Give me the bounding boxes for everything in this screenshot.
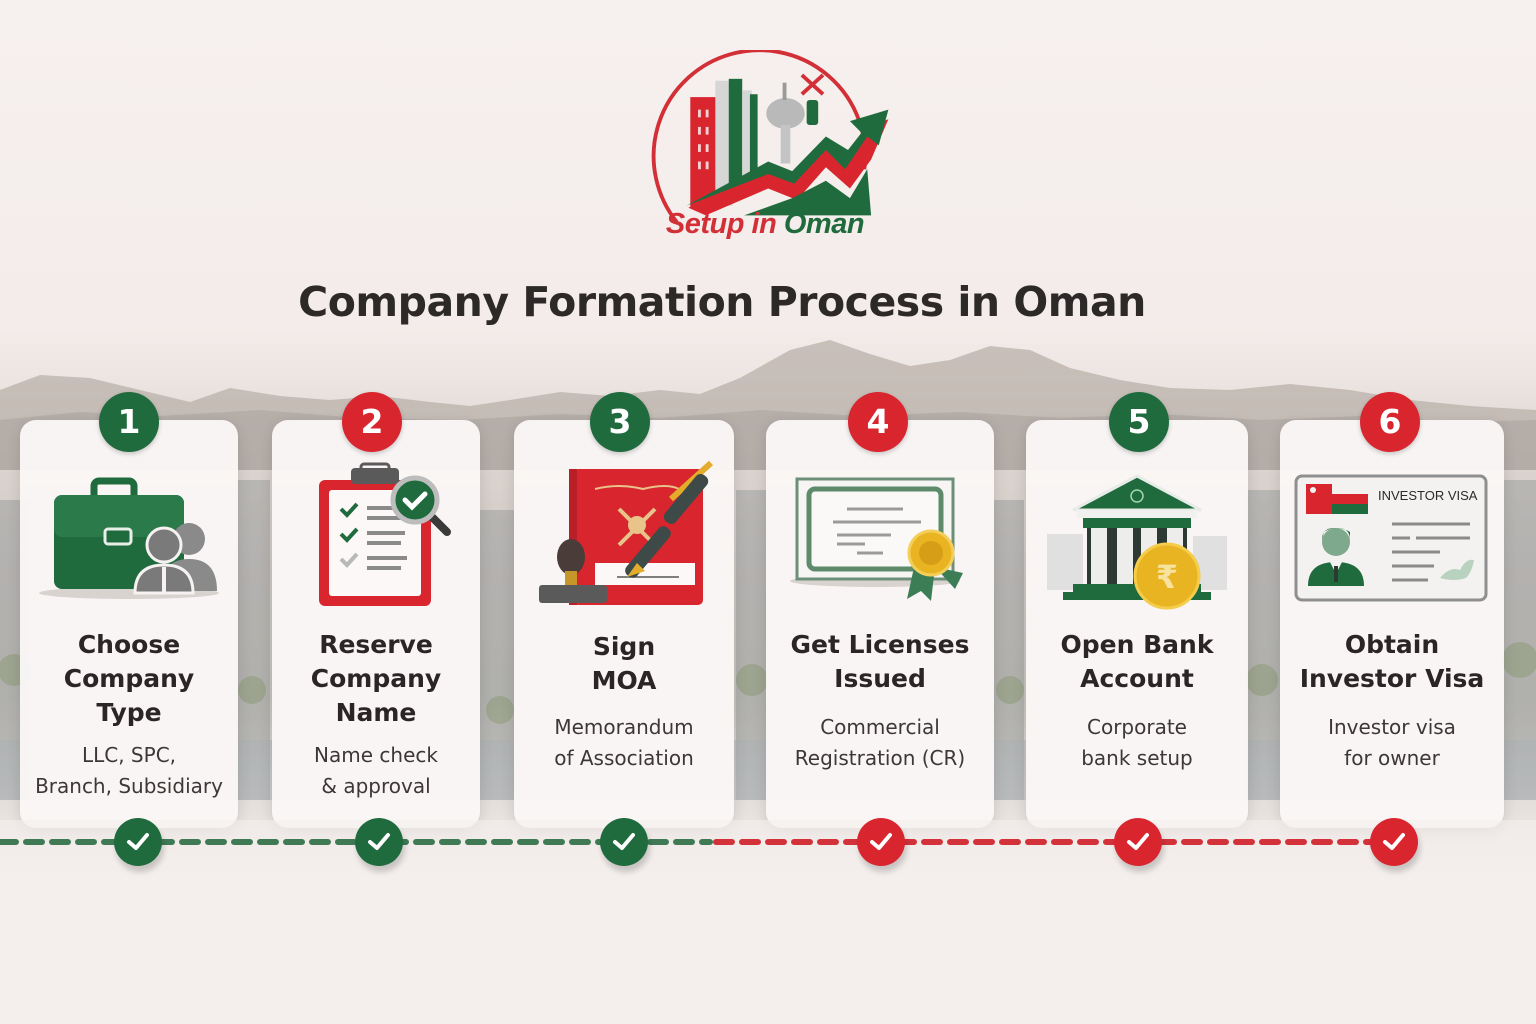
- step-title-line: Account: [1080, 664, 1194, 693]
- check-icon: [870, 833, 892, 850]
- step-title: Open Bank Account: [1032, 628, 1242, 696]
- check-icon: [127, 833, 149, 850]
- step-card-4: 4 Get Licenses Issued Commercial Registr…: [766, 392, 994, 828]
- step-description: Investor visa for owner: [1286, 712, 1498, 774]
- step-description: Memorandum of Association: [520, 712, 728, 774]
- logo-text-setup-in: Setup in: [665, 208, 777, 240]
- step-desc-line: Corporate: [1087, 715, 1187, 739]
- bank-coin-icon: ₹: [1026, 464, 1248, 614]
- step-desc-line: Commercial: [820, 715, 940, 739]
- step-title: Get Licenses Issued: [772, 628, 988, 696]
- check-icon: [1383, 833, 1405, 850]
- step-title-line: Company: [63, 664, 195, 693]
- step-1-complete-check: [114, 818, 162, 866]
- step-title-line: Reserve: [319, 630, 433, 659]
- clipboard-checklist-icon: [272, 462, 480, 614]
- investor-visa-card-icon: INVESTOR VISA: [1280, 464, 1504, 614]
- step-title: Reserve Company Name: [278, 628, 474, 730]
- step-title-line: Get Licenses: [790, 630, 970, 659]
- svg-text:₹: ₹: [1156, 558, 1178, 596]
- step-title-line: Issued: [834, 664, 926, 693]
- step-2-complete-check: [355, 818, 403, 866]
- logo-text: Setup in Oman: [655, 208, 875, 241]
- step-number-badge: 2: [342, 392, 402, 452]
- step-desc-line: Investor visa: [1328, 715, 1456, 739]
- step-title-line: MOA: [591, 666, 657, 695]
- briefcase-people-icon: [20, 464, 238, 614]
- step-title-line: Obtain: [1344, 630, 1440, 659]
- step-title-line: Open Bank: [1060, 630, 1214, 659]
- step-desc-line: LLC, SPC,: [81, 743, 177, 767]
- logo-text-oman: Oman: [783, 208, 865, 240]
- step-desc-line: Name check: [314, 743, 438, 767]
- step-description: Corporate bank setup: [1032, 712, 1242, 774]
- step-card-2: 2 Reserve Company Name Name check & appr…: [272, 392, 480, 828]
- step-description: Name check & approval: [278, 740, 474, 802]
- step-desc-line: Branch, Subsidiary: [35, 774, 223, 798]
- step-3-complete-check: [600, 818, 648, 866]
- certificate-seal-icon: [766, 464, 994, 614]
- step-description: LLC, SPC, Branch, Subsidiary: [26, 740, 232, 802]
- step-desc-line: Memorandum: [554, 715, 694, 739]
- step-6-complete-check: [1370, 818, 1418, 866]
- step-number-badge: 6: [1360, 392, 1420, 452]
- step-5-complete-check: [1114, 818, 1162, 866]
- step-title-line: Company: [310, 664, 442, 693]
- step-card-6: 6 INVESTOR VISA Obtain Investor Visa Inv…: [1280, 392, 1504, 828]
- page-title: Company Formation Process in Oman: [298, 278, 1146, 326]
- visa-card-label: INVESTOR VISA: [1378, 488, 1478, 503]
- step-card-1: 1 Choose Company Type LLC, SPC, Branch, …: [20, 392, 238, 828]
- check-icon: [368, 833, 390, 850]
- step-number-badge: 1: [99, 392, 159, 452]
- step-title-line: Type: [96, 698, 162, 727]
- step-card-5: 5 ₹ Open Bank Account Corporate bank set…: [1026, 392, 1248, 828]
- step-desc-line: of Association: [554, 746, 694, 770]
- step-title-line: Sign: [592, 632, 656, 661]
- step-desc-line: & approval: [321, 774, 431, 798]
- check-icon: [613, 833, 635, 850]
- step-card-3: 3 Sign MOA Memorandum of Association: [514, 392, 734, 828]
- step-desc-line: bank setup: [1081, 746, 1193, 770]
- step-number-badge: 4: [848, 392, 908, 452]
- progress-timeline: [0, 839, 1375, 845]
- step-number-badge: 5: [1109, 392, 1169, 452]
- step-desc-line: Registration (CR): [794, 746, 966, 770]
- step-title-line: Choose: [77, 630, 181, 659]
- step-title: Obtain Investor Visa: [1286, 628, 1498, 696]
- step-desc-line: for owner: [1344, 746, 1440, 770]
- check-icon: [1127, 833, 1149, 850]
- setup-in-oman-logo: [651, 50, 889, 224]
- step-title-line: Investor Visa: [1299, 664, 1485, 693]
- step-title: Choose Company Type: [26, 628, 232, 730]
- step-description: Commercial Registration (CR): [772, 712, 988, 774]
- moa-document-pen-stamp-icon: [514, 460, 734, 614]
- bottom-haze: [0, 820, 1536, 1024]
- step-title-line: Name: [335, 698, 417, 727]
- step-title: Sign MOA: [520, 630, 728, 698]
- step-number-badge: 3: [590, 392, 650, 452]
- step-4-complete-check: [857, 818, 905, 866]
